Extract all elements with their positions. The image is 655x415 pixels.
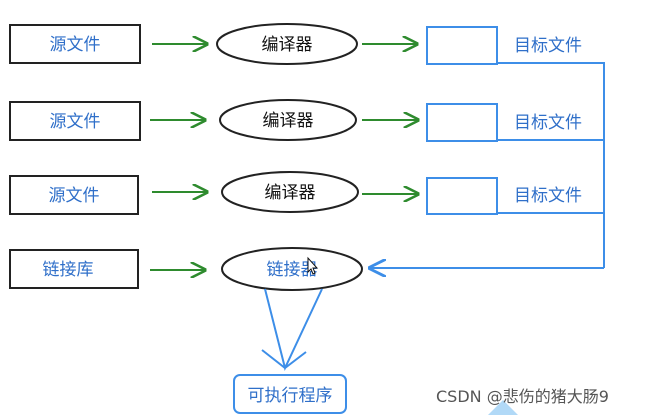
mouse-cursor-icon (307, 256, 319, 275)
executable-box (233, 374, 347, 414)
linker-node (221, 247, 363, 291)
target-file-label-1: 目标文件 (514, 36, 582, 56)
source-file-label-3: 源文件 (49, 186, 100, 206)
linker-label: 链接器 (267, 260, 318, 280)
target-collector-line (497, 62, 605, 268)
arrow-linker-to-executable (261, 288, 323, 371)
source-file-box-1 (9, 24, 141, 64)
compiler-label-3: 编译器 (265, 183, 316, 203)
compiler-node-1 (216, 23, 358, 65)
source-file-box-2 (9, 101, 141, 141)
compiler-label-2: 编译器 (263, 111, 314, 131)
target-file-label-2: 目标文件 (514, 113, 582, 133)
compiler-node-2 (219, 99, 357, 141)
target-file-label-3: 目标文件 (514, 186, 582, 206)
watermark: CSDN @悲伤的猪大肠9 (436, 387, 609, 406)
source-file-label-2: 源文件 (50, 112, 101, 132)
target-file-box-2 (426, 103, 498, 142)
watermark-corner-icon (488, 400, 518, 415)
executable-label: 可执行程序 (248, 386, 333, 406)
source-file-box-3 (9, 175, 139, 215)
source-file-label-1: 源文件 (50, 35, 101, 55)
library-label: 链接库 (43, 260, 94, 280)
target-file-box-3 (426, 177, 498, 215)
compiler-label-1: 编译器 (262, 35, 313, 55)
compiler-node-3 (221, 171, 359, 213)
library-box (9, 249, 139, 289)
target-file-box-1 (426, 26, 498, 65)
